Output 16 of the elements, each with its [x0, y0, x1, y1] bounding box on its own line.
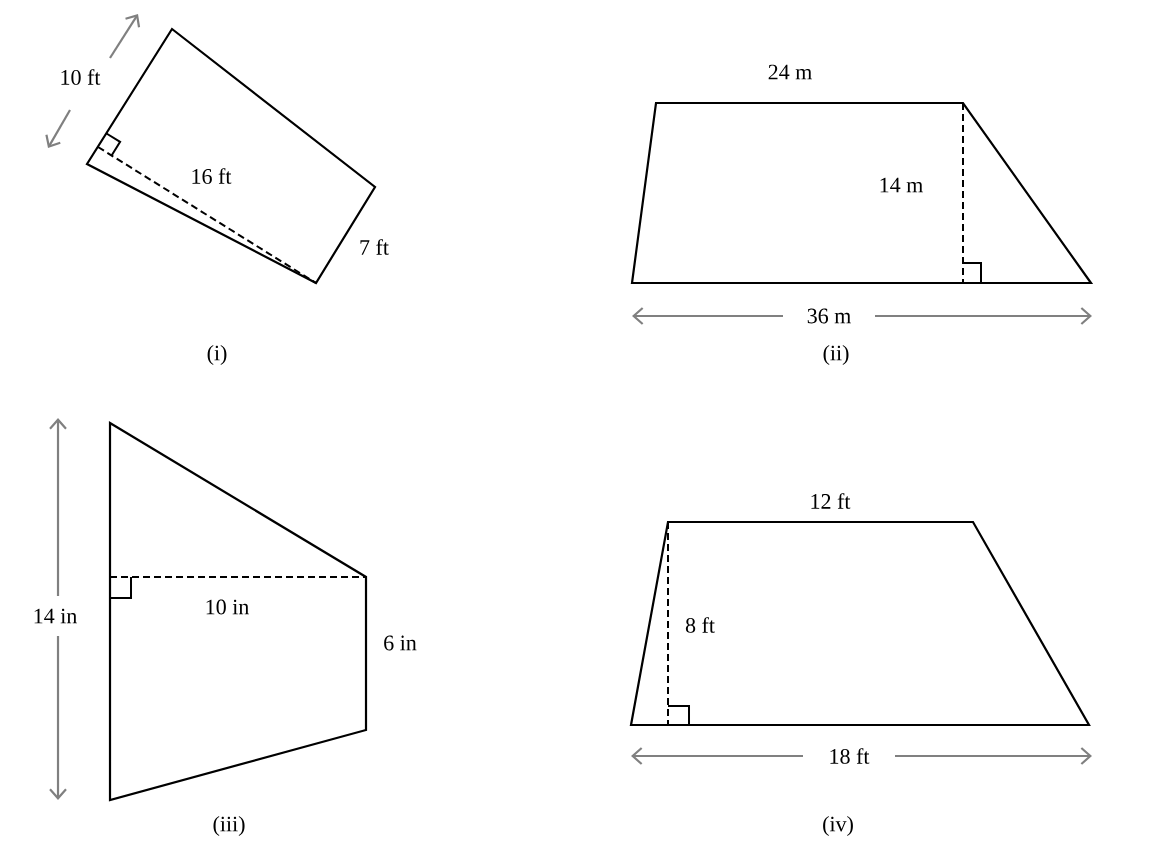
- dimension-label: 14 m: [880, 177, 923, 193]
- dimension-label: 7 ft: [360, 239, 389, 255]
- figure-label: (iv): [823, 816, 853, 836]
- figure-label: (ii): [823, 345, 849, 365]
- dimension-label: 12 ft: [811, 493, 851, 509]
- dimension-label: 6 in: [384, 635, 417, 651]
- dimension-label: 18 ft: [830, 748, 870, 764]
- dimension-label: 14 in: [34, 608, 77, 624]
- dimension-label: 10 ft: [61, 69, 101, 85]
- dimension-label: 24 m: [768, 64, 812, 80]
- figure-label: (iii): [213, 816, 245, 836]
- dimension-label: 10 in: [206, 599, 249, 615]
- dimension-label: 8 ft: [685, 617, 715, 633]
- dimension-label: 16 ft: [192, 168, 232, 184]
- figure-label: (i): [207, 345, 227, 365]
- dimension-label: 36 m: [807, 308, 851, 324]
